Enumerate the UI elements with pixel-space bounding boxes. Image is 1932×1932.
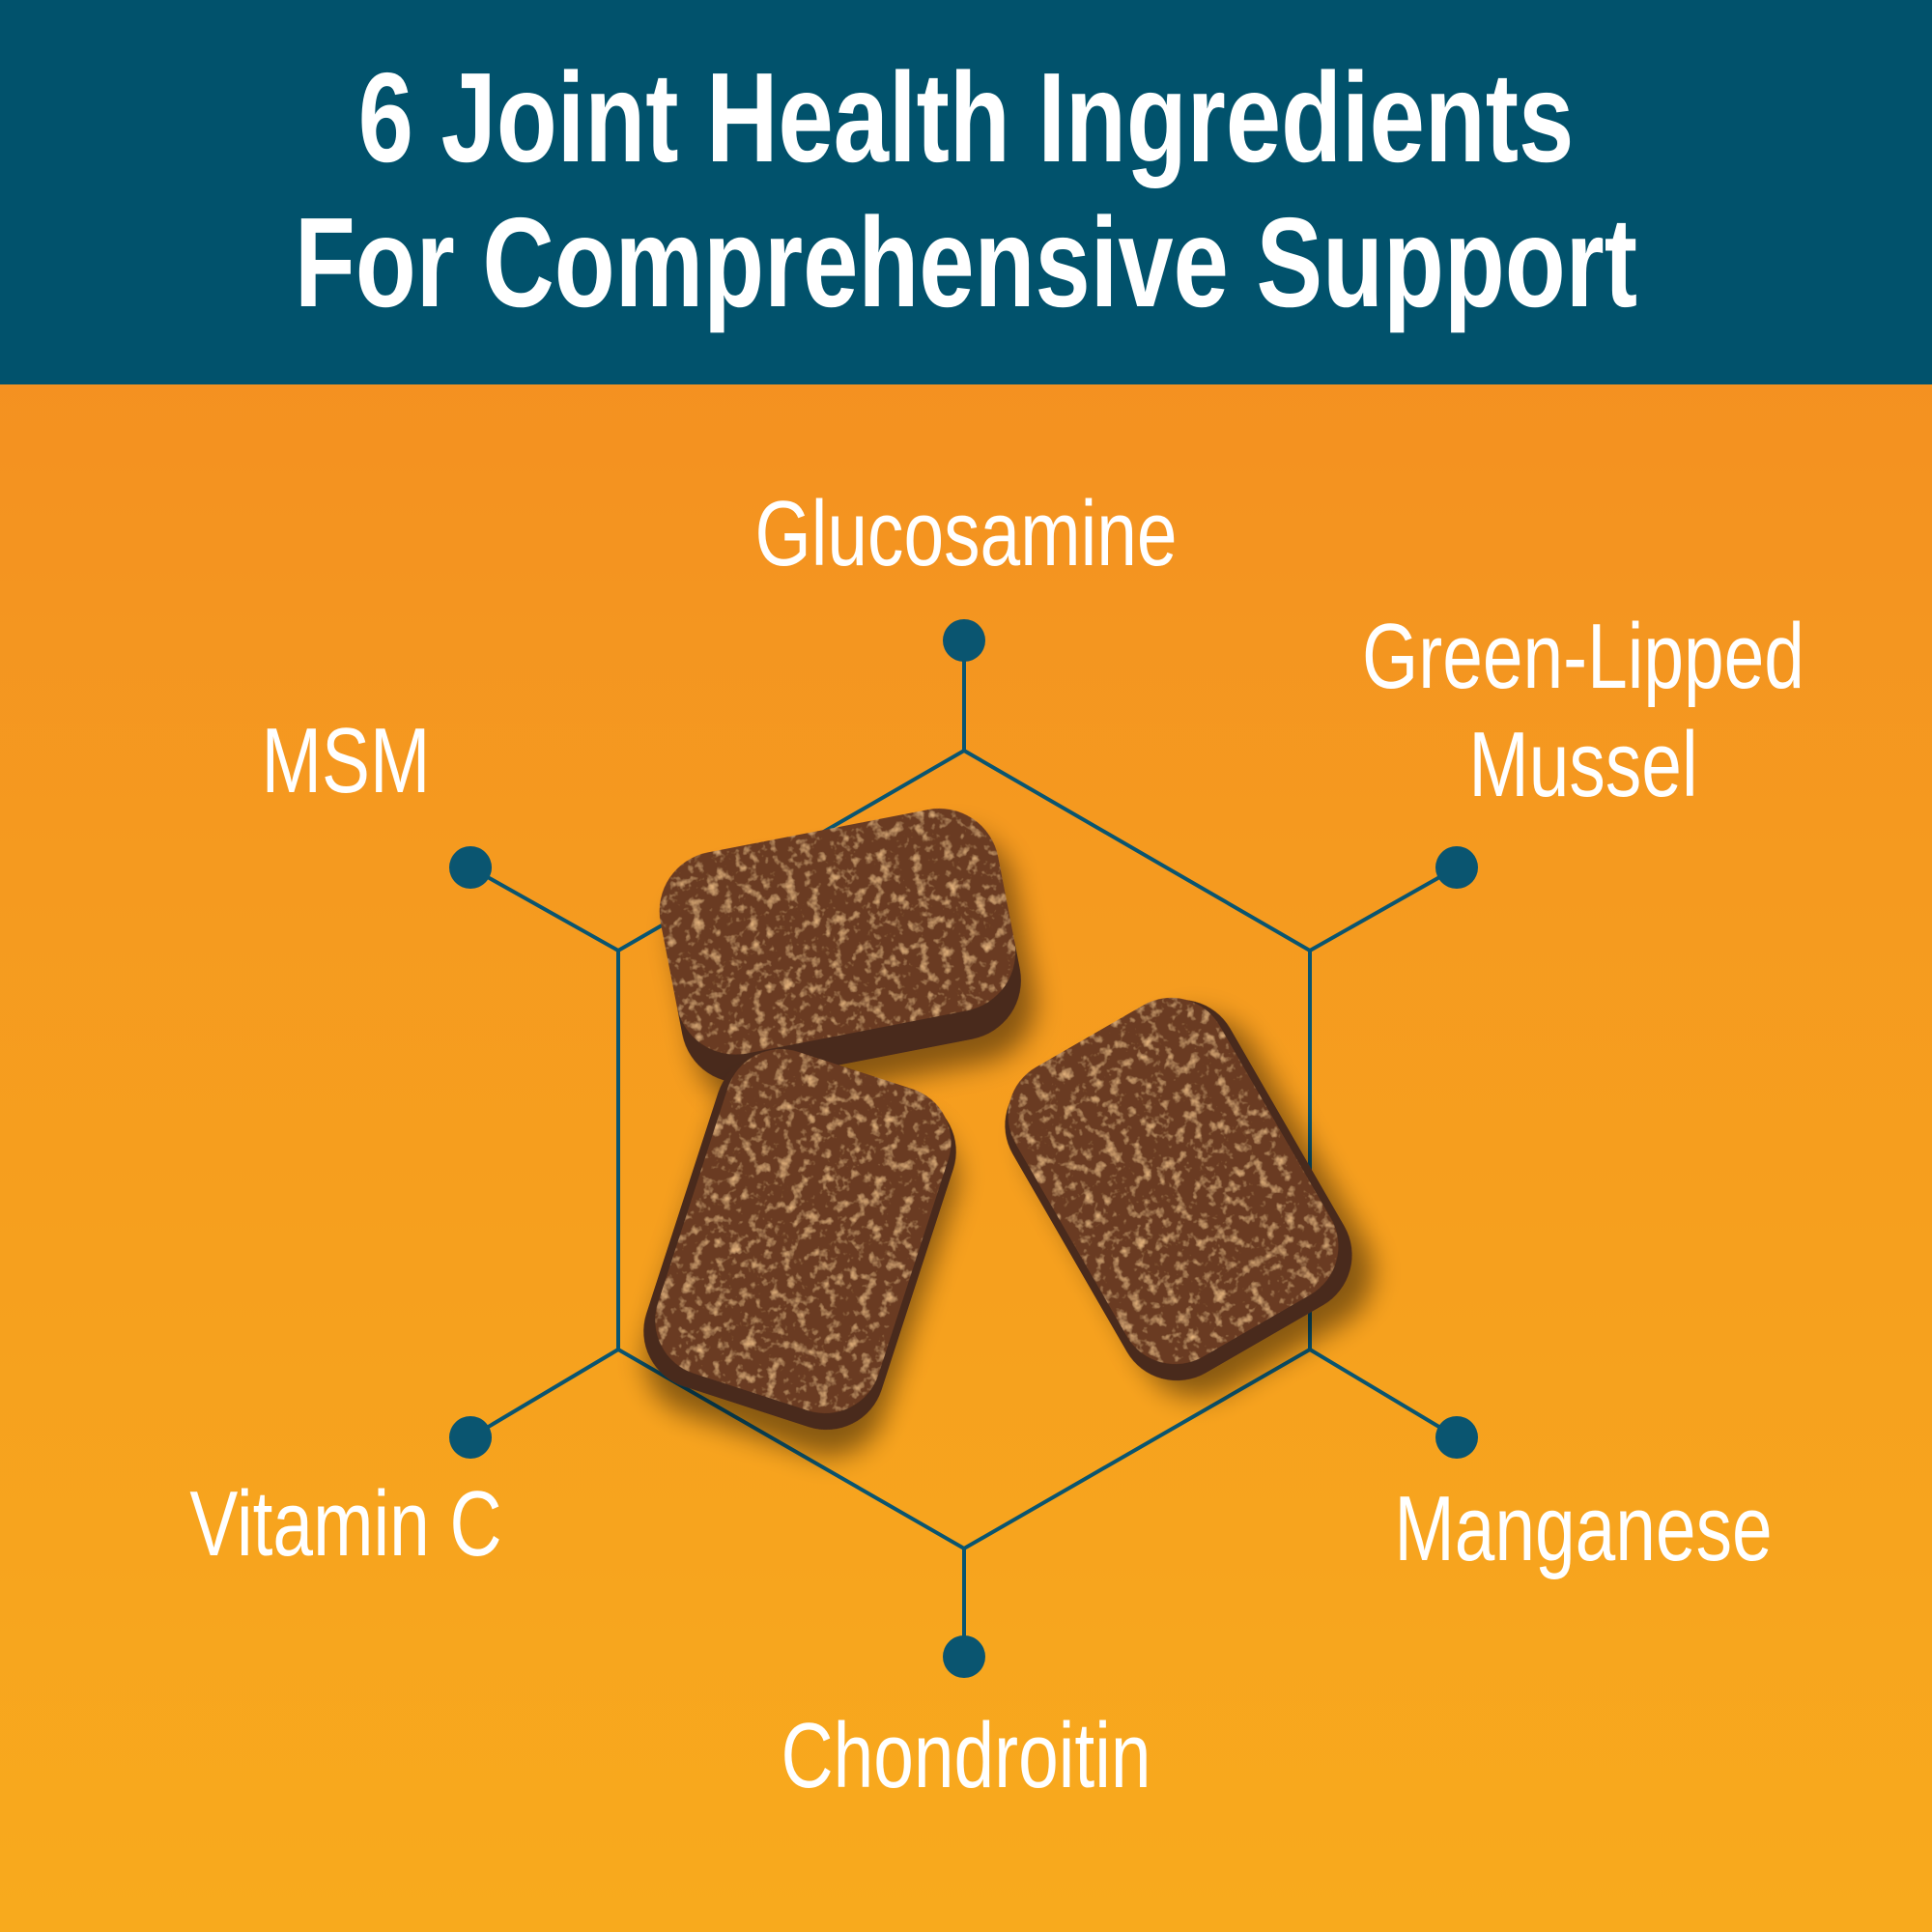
label-green-lipped-mussel: Green-Lipped Mussel (1357, 603, 1809, 819)
node-dot-icon (943, 619, 985, 662)
label-green-lipped-line2: Mussel (1468, 713, 1698, 816)
connector-msm (469, 866, 619, 952)
soft-chew-icon (643, 1049, 956, 1431)
label-msm-text: MSM (261, 709, 431, 812)
node-dot-icon (449, 1416, 492, 1459)
label-vitamin-c-text: Vitamin C (189, 1472, 502, 1576)
node-dot-icon (1435, 1416, 1478, 1459)
title-line-2: For Comprehensive Support (294, 191, 1638, 333)
title-line-1: 6 Joint Health Ingredients (357, 46, 1575, 188)
connector-manganese (1308, 1348, 1459, 1439)
label-chondroitin-text: Chondroitin (781, 1704, 1151, 1807)
label-green-lipped-line1: Green-Lipped (1362, 605, 1804, 708)
soft-chew-icon (659, 808, 1021, 1084)
connector-vitamin-c (469, 1348, 620, 1439)
label-msm: MSM (120, 707, 572, 815)
node-dot-icon (449, 846, 492, 889)
label-chondroitin: Chondroitin (740, 1702, 1192, 1810)
label-glucosamine-text: Glucosamine (754, 482, 1178, 585)
label-manganese-text: Manganese (1394, 1477, 1773, 1580)
connector-mussel (1309, 866, 1458, 952)
label-glucosamine: Glucosamine (740, 480, 1192, 588)
label-manganese: Manganese (1357, 1475, 1809, 1583)
label-vitamin-c: Vitamin C (120, 1470, 572, 1578)
soft-chew-icon (1005, 997, 1352, 1381)
node-dot-icon (943, 1635, 985, 1678)
node-dot-icon (1435, 846, 1478, 889)
header-banner: 6 Joint Health Ingredients For Comprehen… (0, 0, 1932, 384)
